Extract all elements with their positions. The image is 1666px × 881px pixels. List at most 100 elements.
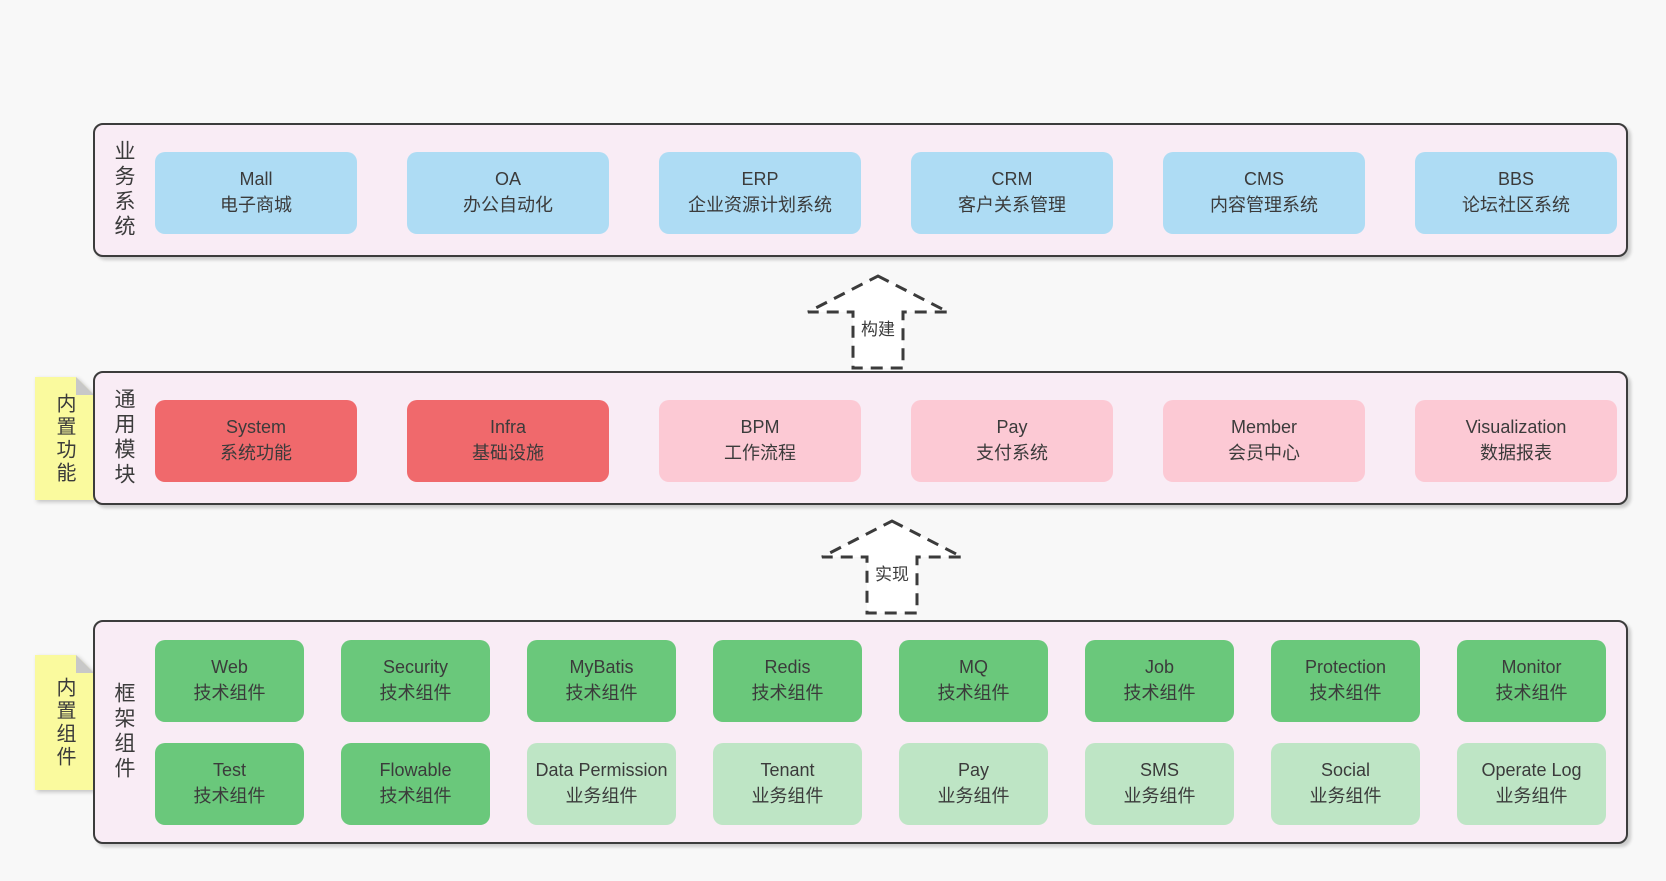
box-title: Monitor (1501, 657, 1562, 678)
box-subtitle: 基础设施 (472, 443, 544, 463)
box-subtitle: 技术组件 (1495, 683, 1568, 703)
box-title: Protection (1304, 657, 1387, 678)
box-subtitle: 会员中心 (1228, 443, 1300, 463)
arrow-build: 构建 (807, 274, 949, 370)
box-title: CMS (1244, 169, 1284, 190)
arrow-build-label: 构建 (861, 320, 895, 339)
box-mall: Mall 电子商城 (155, 152, 357, 234)
box-bpm: BPM 工作流程 (659, 400, 861, 482)
box-title: Redis (764, 657, 811, 678)
box-title: Security (382, 657, 449, 678)
box-protection: Protection 技术组件 (1271, 640, 1420, 722)
panel-title-common-modules: 通用模块 (112, 388, 135, 488)
box-title: System (225, 417, 286, 438)
box-monitor: Monitor 技术组件 (1457, 640, 1606, 722)
box-subtitle: 技术组件 (1309, 683, 1382, 703)
box-tenant: Tenant 业务组件 (713, 743, 862, 825)
box-redis: Redis 技术组件 (713, 640, 862, 722)
box-visualization: Visualization 数据报表 (1415, 400, 1617, 482)
box-title: ERP (741, 169, 779, 190)
box-erp: ERP 企业资源计划系统 (659, 152, 861, 234)
box-infra: Infra 基础设施 (407, 400, 609, 482)
box-subtitle: 电子商城 (220, 195, 292, 215)
box-title: Operate Log (1481, 760, 1582, 781)
box-web: Web 技术组件 (155, 640, 304, 722)
box-system: System 系统功能 (155, 400, 357, 482)
box-subtitle: 业务组件 (1495, 786, 1568, 806)
box-member: Member 会员中心 (1163, 400, 1365, 482)
box-subtitle: 技术组件 (379, 683, 452, 703)
box-subtitle: 技术组件 (193, 683, 266, 703)
box-social: Social 业务组件 (1271, 743, 1420, 825)
box-title: OA (494, 169, 521, 190)
box-subtitle: 业务组件 (1309, 786, 1382, 806)
arrow-implement: 实现 (821, 519, 963, 615)
box-subtitle: 系统功能 (220, 443, 292, 463)
box-subtitle: 内容管理系统 (1210, 195, 1318, 215)
box-subtitle: 客户关系管理 (958, 195, 1066, 215)
box-crm: CRM 客户关系管理 (911, 152, 1113, 234)
box-subtitle: 支付系统 (976, 443, 1048, 463)
panel-common-modules: 通用模块 System 系统功能 Infra 基础设施 BPM 工作流程 Pay… (93, 371, 1628, 505)
box-title: Web (211, 657, 248, 678)
sticky-note-label: 内置组件 (53, 676, 75, 769)
sticky-note-label: 内置功能 (53, 392, 75, 485)
box-subtitle: 业务组件 (565, 786, 638, 806)
box-sms: SMS 业务组件 (1085, 743, 1234, 825)
up-block-arrow-icon (821, 519, 963, 615)
sticky-note-built-in-features: 内置功能 (35, 377, 94, 500)
box-title: Social (1320, 760, 1371, 781)
up-block-arrow-icon (807, 274, 949, 370)
box-title: BPM (740, 417, 780, 438)
box-title: MQ (959, 657, 988, 678)
box-subtitle: 技术组件 (379, 786, 452, 806)
box-title: Member (1230, 417, 1297, 438)
box-pay-business: Pay 业务组件 (899, 743, 1048, 825)
box-subtitle: 业务组件 (1123, 786, 1196, 806)
box-title: SMS (1139, 760, 1179, 781)
box-subtitle: 技术组件 (1123, 683, 1196, 703)
box-title: Infra (489, 417, 527, 438)
panel-framework-components: 框架组件 Web 技术组件 Security 技术组件 MyBatis 技术组件… (93, 620, 1628, 844)
box-title: Visualization (1465, 417, 1567, 438)
framework-components-row-2: Test 技术组件 Flowable 技术组件 Data Permission … (155, 743, 1606, 825)
box-title: Data Permission (535, 760, 668, 781)
box-cms: CMS 内容管理系统 (1163, 152, 1365, 234)
box-job: Job 技术组件 (1085, 640, 1234, 722)
box-subtitle: 技术组件 (751, 683, 824, 703)
box-title: Pay (996, 417, 1028, 438)
sticky-note-paper (35, 655, 94, 790)
framework-components-row-1: Web 技术组件 Security 技术组件 MyBatis 技术组件 Redi… (155, 640, 1606, 722)
panel-title-framework-components: 框架组件 (112, 682, 135, 782)
box-pay: Pay 支付系统 (911, 400, 1113, 482)
box-subtitle: 技术组件 (193, 786, 266, 806)
box-subtitle: 数据报表 (1480, 443, 1552, 463)
sticky-note-paper (35, 377, 94, 500)
box-bbs: BBS 论坛社区系统 (1415, 152, 1617, 234)
box-data-permission: Data Permission 业务组件 (527, 743, 676, 825)
box-subtitle: 办公自动化 (463, 195, 553, 215)
box-operate-log: Operate Log 业务组件 (1457, 743, 1606, 825)
box-title: Flowable (379, 760, 452, 781)
box-title: Tenant (760, 760, 815, 781)
panel-business-systems: 业务系统 Mall 电子商城 OA 办公自动化 ERP 企业资源计划系统 CRM… (93, 123, 1628, 257)
box-subtitle: 业务组件 (751, 786, 824, 806)
box-security: Security 技术组件 (341, 640, 490, 722)
common-modules-row: System 系统功能 Infra 基础设施 BPM 工作流程 Pay 支付系统… (155, 400, 1617, 482)
box-flowable: Flowable 技术组件 (341, 743, 490, 825)
arrow-implement-label: 实现 (875, 565, 909, 584)
business-systems-row: Mall 电子商城 OA 办公自动化 ERP 企业资源计划系统 CRM 客户关系… (155, 152, 1617, 234)
box-subtitle: 技术组件 (937, 683, 1010, 703)
box-title: CRM (991, 169, 1033, 190)
box-subtitle: 业务组件 (937, 786, 1010, 806)
box-subtitle: 企业资源计划系统 (688, 195, 832, 215)
box-test: Test 技术组件 (155, 743, 304, 825)
box-subtitle: 论坛社区系统 (1462, 195, 1570, 215)
panel-title-business-systems: 业务系统 (112, 140, 135, 240)
box-title: Pay (957, 760, 990, 781)
box-oa: OA 办公自动化 (407, 152, 609, 234)
box-mybatis: MyBatis 技术组件 (527, 640, 676, 722)
box-title: Job (1144, 657, 1175, 678)
box-title: Mall (239, 169, 273, 190)
